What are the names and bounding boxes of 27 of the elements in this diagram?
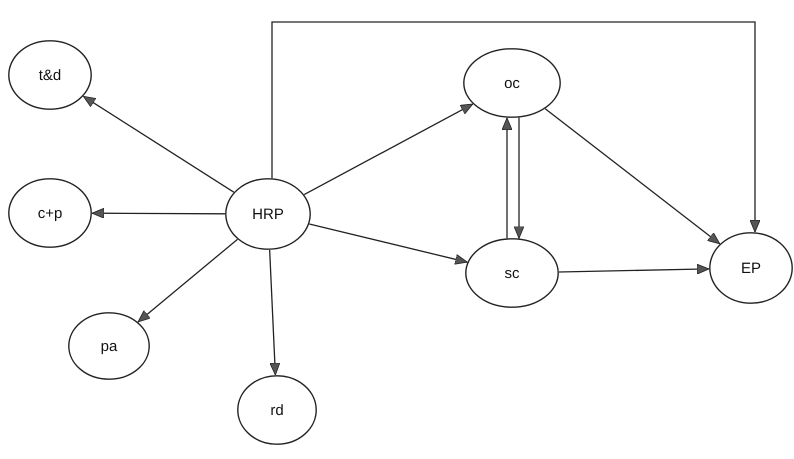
- arrow: [309, 223, 468, 265]
- arrow: [92, 208, 225, 219]
- ellipse-node: [465, 238, 559, 308]
- ellipse-node: [463, 48, 561, 118]
- ellipse-node: [68, 312, 150, 380]
- arrow: [502, 117, 512, 238]
- arrow: [269, 250, 280, 376]
- arrow: [558, 264, 710, 275]
- node-label: t&d: [38, 66, 62, 84]
- ellipse-node: [237, 375, 317, 445]
- arrow: [138, 238, 238, 322]
- arrow: [271, 21, 760, 233]
- arrow: [82, 96, 234, 193]
- arrow: [514, 118, 524, 239]
- ellipse-node: [709, 232, 793, 304]
- arrow: [304, 103, 474, 196]
- node-label: rd: [270, 402, 284, 418]
- arrow: [544, 108, 720, 244]
- node-label: EP: [740, 260, 761, 276]
- ellipse-node: [8, 40, 92, 110]
- ellipse-node: [225, 178, 311, 250]
- node-label: HRP: [252, 206, 284, 222]
- node-label: pa: [100, 338, 118, 354]
- node-label: sc: [504, 264, 520, 282]
- node-label: c+p: [38, 204, 62, 222]
- node-label: oc: [504, 74, 520, 92]
- ellipse-node: [8, 178, 92, 248]
